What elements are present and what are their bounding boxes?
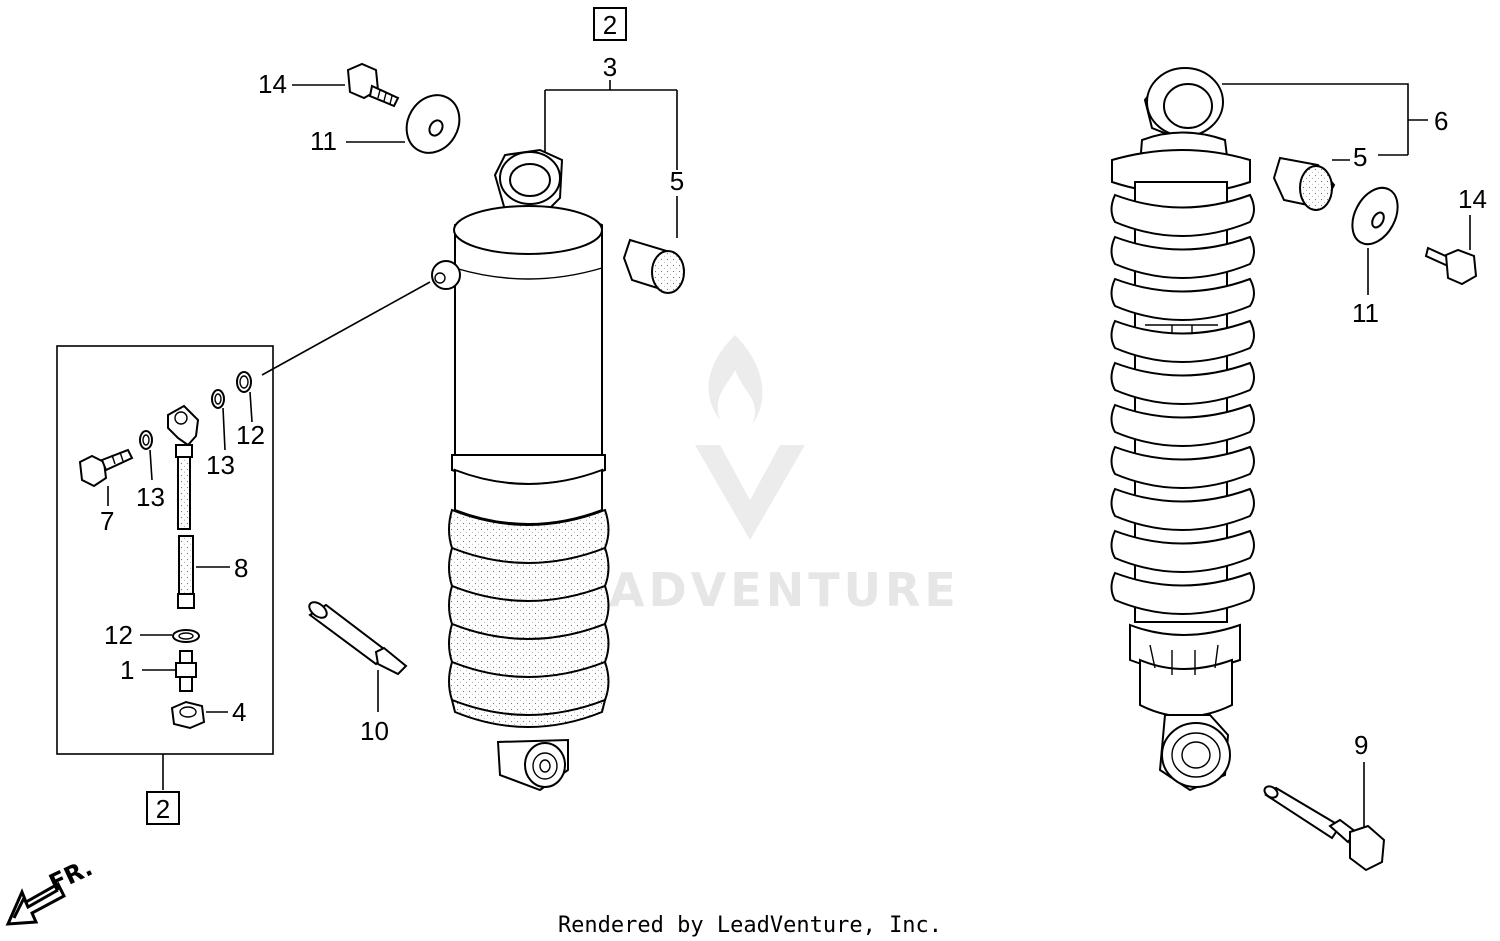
fitting-1	[175, 650, 197, 692]
callout-11-left: 11	[310, 126, 337, 156]
washer-12-lower	[172, 629, 200, 643]
washer-11-left	[405, 94, 461, 154]
hose-8	[167, 404, 200, 609]
bolt-14-left	[346, 62, 400, 108]
callout-8: 8	[234, 553, 248, 583]
callout-1: 1	[120, 655, 134, 685]
boxed-ref-top: 2	[603, 10, 617, 40]
callout-13-lower: 13	[136, 482, 165, 512]
front-direction-arrow-icon	[5, 881, 66, 926]
callout-7: 7	[100, 506, 114, 536]
washer-13-lower	[139, 430, 153, 450]
shock-absorber-right	[1110, 67, 1255, 792]
callout-13-upper: 13	[206, 450, 235, 480]
washer-13-upper	[211, 389, 225, 409]
callout-3: 3	[603, 52, 617, 82]
watermark-logo	[695, 335, 805, 540]
kit-frame	[56, 345, 274, 755]
boxed-ref-bottom: 2	[156, 794, 170, 824]
callout-4: 4	[232, 697, 246, 727]
front-direction-label: FR.	[45, 853, 97, 897]
bushing-5-left	[622, 238, 686, 294]
callout-14-right: 14	[1458, 184, 1487, 214]
boxed-ref-top-frame	[593, 7, 627, 41]
bolt-9	[1263, 785, 1386, 872]
callout-10: 10	[360, 716, 389, 746]
washer-11-right	[1351, 186, 1399, 246]
collar-10	[308, 601, 408, 676]
shock-absorber-left	[431, 148, 610, 792]
callout-5-right: 5	[1353, 142, 1367, 172]
callout-14-left: 14	[258, 69, 287, 99]
callout-9: 9	[1354, 730, 1368, 760]
callout-5-left: 5	[670, 166, 684, 196]
callout-12-upper: 12	[236, 420, 265, 450]
callout-11-right: 11	[1352, 298, 1379, 328]
washer-12-upper	[236, 371, 252, 393]
callout-12-lower: 12	[104, 620, 133, 650]
banjo-bolt-7	[78, 448, 134, 488]
boxed-ref-bottom-frame	[146, 791, 180, 825]
footer-credit: Rendered by LeadVenture, Inc.	[558, 913, 942, 938]
bolt-14-right	[1424, 246, 1478, 286]
bushing-5-right	[1272, 156, 1336, 211]
nut-4	[170, 700, 206, 730]
watermark-text: LEADVENTURE	[540, 563, 960, 617]
callout-6: 6	[1434, 106, 1448, 136]
